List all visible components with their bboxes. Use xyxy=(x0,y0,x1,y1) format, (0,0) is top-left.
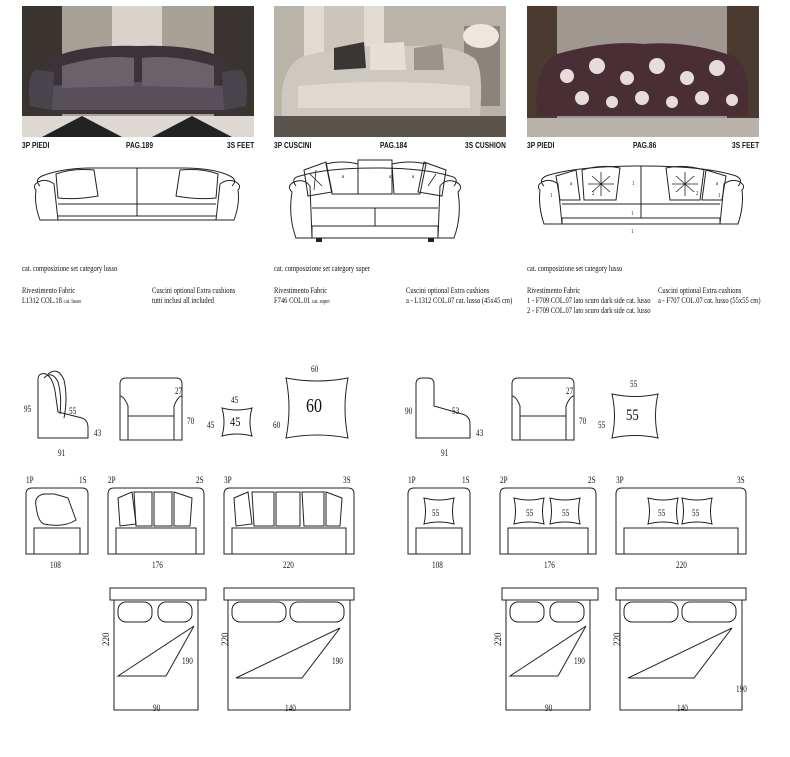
photo1-page: PAG.189 xyxy=(126,141,154,150)
arm-top-view-left xyxy=(119,377,183,441)
sofa-photo-1 xyxy=(22,6,254,137)
cushion-60 xyxy=(285,377,349,439)
photo2-page: PAG.184 xyxy=(380,141,408,150)
sofa-photo-3 xyxy=(527,6,759,137)
photo2-right-code: 3S CUSHION xyxy=(465,141,506,150)
spec-fabric-3: Rivestimento Fabric 1 - F709 COL.07 lato… xyxy=(527,286,651,315)
photo3-right-code: 3S FEET xyxy=(731,141,759,150)
spec-fabric-2: Rivestimento Fabric F746 COL.01 cat. sup… xyxy=(274,286,330,305)
sofa-photo-2 xyxy=(274,6,506,137)
cushion-tag: a xyxy=(716,181,719,187)
module-1-left xyxy=(25,487,89,555)
sofabed-140-right xyxy=(615,587,747,711)
spec-cushions-2: Cuscini optional Extra cushions a - L131… xyxy=(406,286,513,305)
spec-category-3: cat. composizione set category lusso xyxy=(527,264,623,273)
cushion-tag: 1 xyxy=(718,193,721,199)
module-2-left xyxy=(107,487,205,555)
cushion-tag-a: a xyxy=(389,174,392,180)
sofabed-90-right xyxy=(501,587,599,711)
sofa-drawing-2 xyxy=(288,159,462,242)
sofabed-90-left xyxy=(109,587,207,711)
cushion-tag: 2 xyxy=(696,191,699,197)
photo3-page: PAG.86 xyxy=(633,141,657,150)
cushion-tag: 1 xyxy=(631,229,634,235)
side-profile-right xyxy=(415,377,471,439)
cushion-45 xyxy=(221,407,253,437)
cushion-tag-a: a xyxy=(342,174,345,180)
spec-cushions-1: Cuscini optional Extra cushions tutti in… xyxy=(152,286,236,305)
arm-top-view-right xyxy=(511,377,575,441)
photo1-left-code: 3P PIEDI xyxy=(22,141,50,150)
sofabed-140-left xyxy=(223,587,355,711)
photo2-left-code: 3P CUSCINI xyxy=(274,141,312,150)
cushion-tag: 1 xyxy=(631,211,634,217)
cushion-tag: 1 xyxy=(632,181,635,187)
photo3-left-code: 3P PIEDI xyxy=(527,141,555,150)
spec-cushions-3: Cuscini optional Extra cushions a - F707… xyxy=(658,286,761,305)
cushion-tag: 2 xyxy=(592,191,595,197)
module-2-right xyxy=(499,487,597,555)
photo1-right-code: 3S FEET xyxy=(226,141,254,150)
module-1-right xyxy=(407,487,471,555)
cushion-tag: a xyxy=(570,181,573,187)
side-profile-left xyxy=(37,370,89,439)
sofa-drawing-1 xyxy=(33,167,241,221)
cushion-tag-a: a xyxy=(412,174,415,180)
module-3-right xyxy=(615,487,747,555)
spec-fabric-1: Rivestimento Fabric L1312 COL.18 cat. lu… xyxy=(22,286,81,305)
sofa-drawing-3 xyxy=(537,165,745,225)
module-3-left xyxy=(223,487,355,555)
cushion-55-right xyxy=(611,393,659,439)
spec-category-1: cat. composizione set category lusso xyxy=(22,264,118,273)
cushion-tag: 1 xyxy=(550,193,553,199)
spec-category-2: cat. composizione set category super xyxy=(274,264,370,273)
